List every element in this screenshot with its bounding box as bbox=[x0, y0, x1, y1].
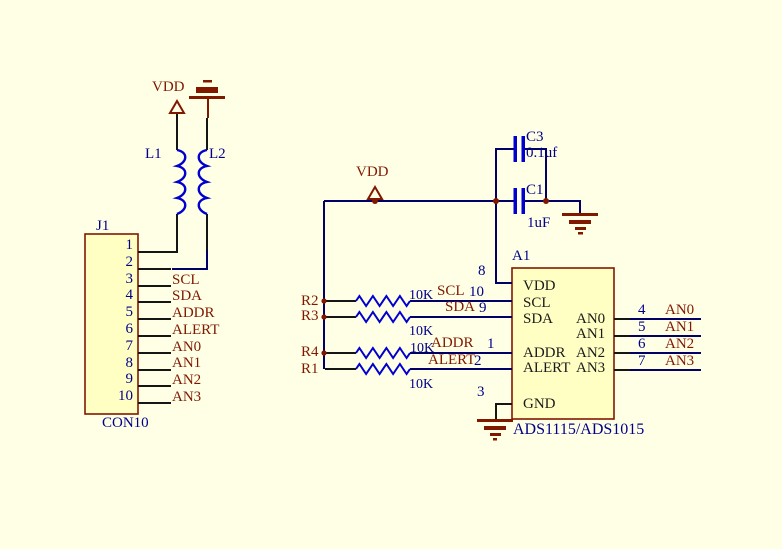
j1-pin-6: 6 bbox=[125, 321, 134, 337]
ic-pin-name-alert: ALERT bbox=[523, 360, 571, 376]
connector-designator: J1 bbox=[96, 218, 110, 234]
connector-j1-body bbox=[84, 233, 139, 415]
net-label-an3-ic: AN3 bbox=[665, 353, 695, 369]
connector-part: CON10 bbox=[102, 415, 149, 431]
net-label-an0-j1: AN0 bbox=[172, 339, 202, 355]
resistor-zigzags bbox=[355, 294, 411, 376]
inductor-l1-coil bbox=[172, 148, 187, 216]
inductor-l1-ref: L1 bbox=[145, 146, 162, 162]
ic-pin-name-an2: AN2 bbox=[576, 345, 606, 361]
vdd-arrow-right bbox=[366, 185, 384, 200]
capacitor-c1-ref: C1 bbox=[526, 182, 544, 198]
j1-pin-10: 10 bbox=[118, 388, 133, 404]
net-label-an0-ic: AN0 bbox=[665, 302, 695, 318]
ic-pin-number-vdd: 8 bbox=[478, 263, 486, 279]
wire-c1-to-gnd bbox=[525, 200, 581, 214]
component-symbols bbox=[172, 136, 525, 376]
ic-pin-name-an3: AN3 bbox=[576, 360, 606, 376]
resistor-r2-ref: R2 bbox=[301, 293, 319, 309]
ic-part-number: ADS1115/ADS1015 bbox=[513, 421, 645, 438]
capacitor-c1-symbol bbox=[513, 188, 517, 214]
ic-pin-number-gnd: 3 bbox=[477, 384, 485, 400]
ground-symbol-left bbox=[189, 80, 225, 99]
j1-pin-4: 4 bbox=[125, 287, 134, 303]
ic-pin-number-scl: 10 bbox=[469, 284, 484, 300]
ground-symbol-ic bbox=[477, 419, 513, 441]
net-label-alert-j1: ALERT bbox=[172, 322, 220, 338]
resistor-r3-ref: R3 bbox=[301, 308, 319, 324]
resistor-r1-value: 10K bbox=[409, 377, 434, 392]
ic-pin-number-an1: 5 bbox=[638, 319, 646, 335]
net-label-scl-ic: SCL bbox=[437, 283, 465, 299]
capacitor-c3-value: 0.1uf bbox=[526, 145, 558, 161]
wire-j1pin2-to-l2 bbox=[172, 250, 208, 270]
ic-pin-name-vdd: VDD bbox=[523, 278, 556, 294]
resistor-r3-value: 10K bbox=[409, 324, 434, 339]
inductor-l2-ref: L2 bbox=[209, 146, 226, 162]
resistor-r4-ref: R4 bbox=[301, 344, 319, 360]
vdd-label-right: VDD bbox=[356, 164, 389, 180]
ic-pin-name-an0: AN0 bbox=[576, 311, 606, 327]
inductor-l2-coil bbox=[197, 148, 212, 216]
ic-pin-number-an2: 6 bbox=[638, 336, 646, 352]
ic-pin-name-gnd: GND bbox=[523, 396, 556, 412]
vdd-label-left: VDD bbox=[152, 79, 185, 95]
ic-pin-number-alert: 2 bbox=[474, 353, 482, 369]
ic-pin-number-sda: 9 bbox=[479, 300, 487, 316]
net-wires bbox=[172, 148, 701, 371]
resistor-r4-symbol bbox=[355, 346, 411, 360]
resistor-r3-symbol bbox=[355, 310, 411, 324]
net-label-an1-j1: AN1 bbox=[172, 355, 202, 371]
wire-c3-left bbox=[495, 148, 514, 201]
wire-vdd-to-pin8 bbox=[495, 201, 512, 284]
capacitor-c3-ref: C3 bbox=[526, 129, 544, 145]
net-label-addr-ic: ADDR bbox=[431, 335, 474, 351]
resistor-r4-value: 10K bbox=[410, 341, 435, 356]
net-label-an1-ic: AN1 bbox=[665, 319, 695, 335]
resistor-r2-value: 10K bbox=[409, 288, 434, 303]
j1-pin-8: 8 bbox=[125, 355, 134, 371]
net-label-an3-j1: AN3 bbox=[172, 389, 202, 405]
j1-pin-1: 1 bbox=[125, 237, 134, 253]
j1-pin-7: 7 bbox=[125, 338, 134, 354]
wire-j1pin1-to-l1 bbox=[138, 214, 178, 253]
net-label-sda-j1: SDA bbox=[172, 288, 203, 304]
ic-pin-name-scl: SCL bbox=[523, 295, 551, 311]
power-symbols bbox=[168, 80, 598, 441]
net-label-sda-ic: SDA bbox=[445, 299, 476, 315]
j1-pin-3: 3 bbox=[125, 271, 134, 287]
resistor-r1-ref: R1 bbox=[301, 361, 319, 377]
ic-pin-name-addr: ADDR bbox=[523, 345, 566, 361]
capacitor-plates bbox=[513, 136, 525, 214]
capacitor-c3-symbol bbox=[513, 136, 517, 162]
net-label-an2-ic: AN2 bbox=[665, 336, 695, 352]
j1-pin-9: 9 bbox=[125, 371, 134, 387]
wire-gnd-pin3 bbox=[495, 403, 512, 420]
j1-pin-5: 5 bbox=[125, 304, 134, 320]
resistor-r1-symbol bbox=[355, 362, 411, 376]
ic-pin-name-sda: SDA bbox=[523, 311, 554, 327]
net-label-alert-ic: ALERT bbox=[428, 352, 476, 368]
ground-symbol-right bbox=[562, 213, 598, 235]
wire-c3-right bbox=[525, 148, 547, 201]
gnd-left-stub bbox=[207, 99, 209, 118]
black-wires bbox=[138, 113, 632, 420]
ic-designator: A1 bbox=[512, 248, 531, 264]
net-label-addr-j1: ADDR bbox=[172, 305, 215, 321]
ic-a1-body bbox=[511, 267, 615, 420]
ic-pin-number-addr: 1 bbox=[487, 336, 495, 352]
j1-pin-2: 2 bbox=[125, 254, 134, 270]
vdd-arrow-left bbox=[168, 99, 186, 114]
ic-pin-name-an1: AN1 bbox=[576, 326, 606, 342]
ic-pin-number-an0: 4 bbox=[638, 302, 646, 318]
ic-pin-number-an3: 7 bbox=[638, 353, 646, 369]
resistor-r2-symbol bbox=[355, 294, 411, 308]
net-label-an2-j1: AN2 bbox=[172, 372, 202, 388]
junction-dots bbox=[321, 198, 549, 356]
net-label-scl-j1: SCL bbox=[172, 272, 200, 288]
capacitor-c1-value: 1uF bbox=[527, 215, 551, 231]
